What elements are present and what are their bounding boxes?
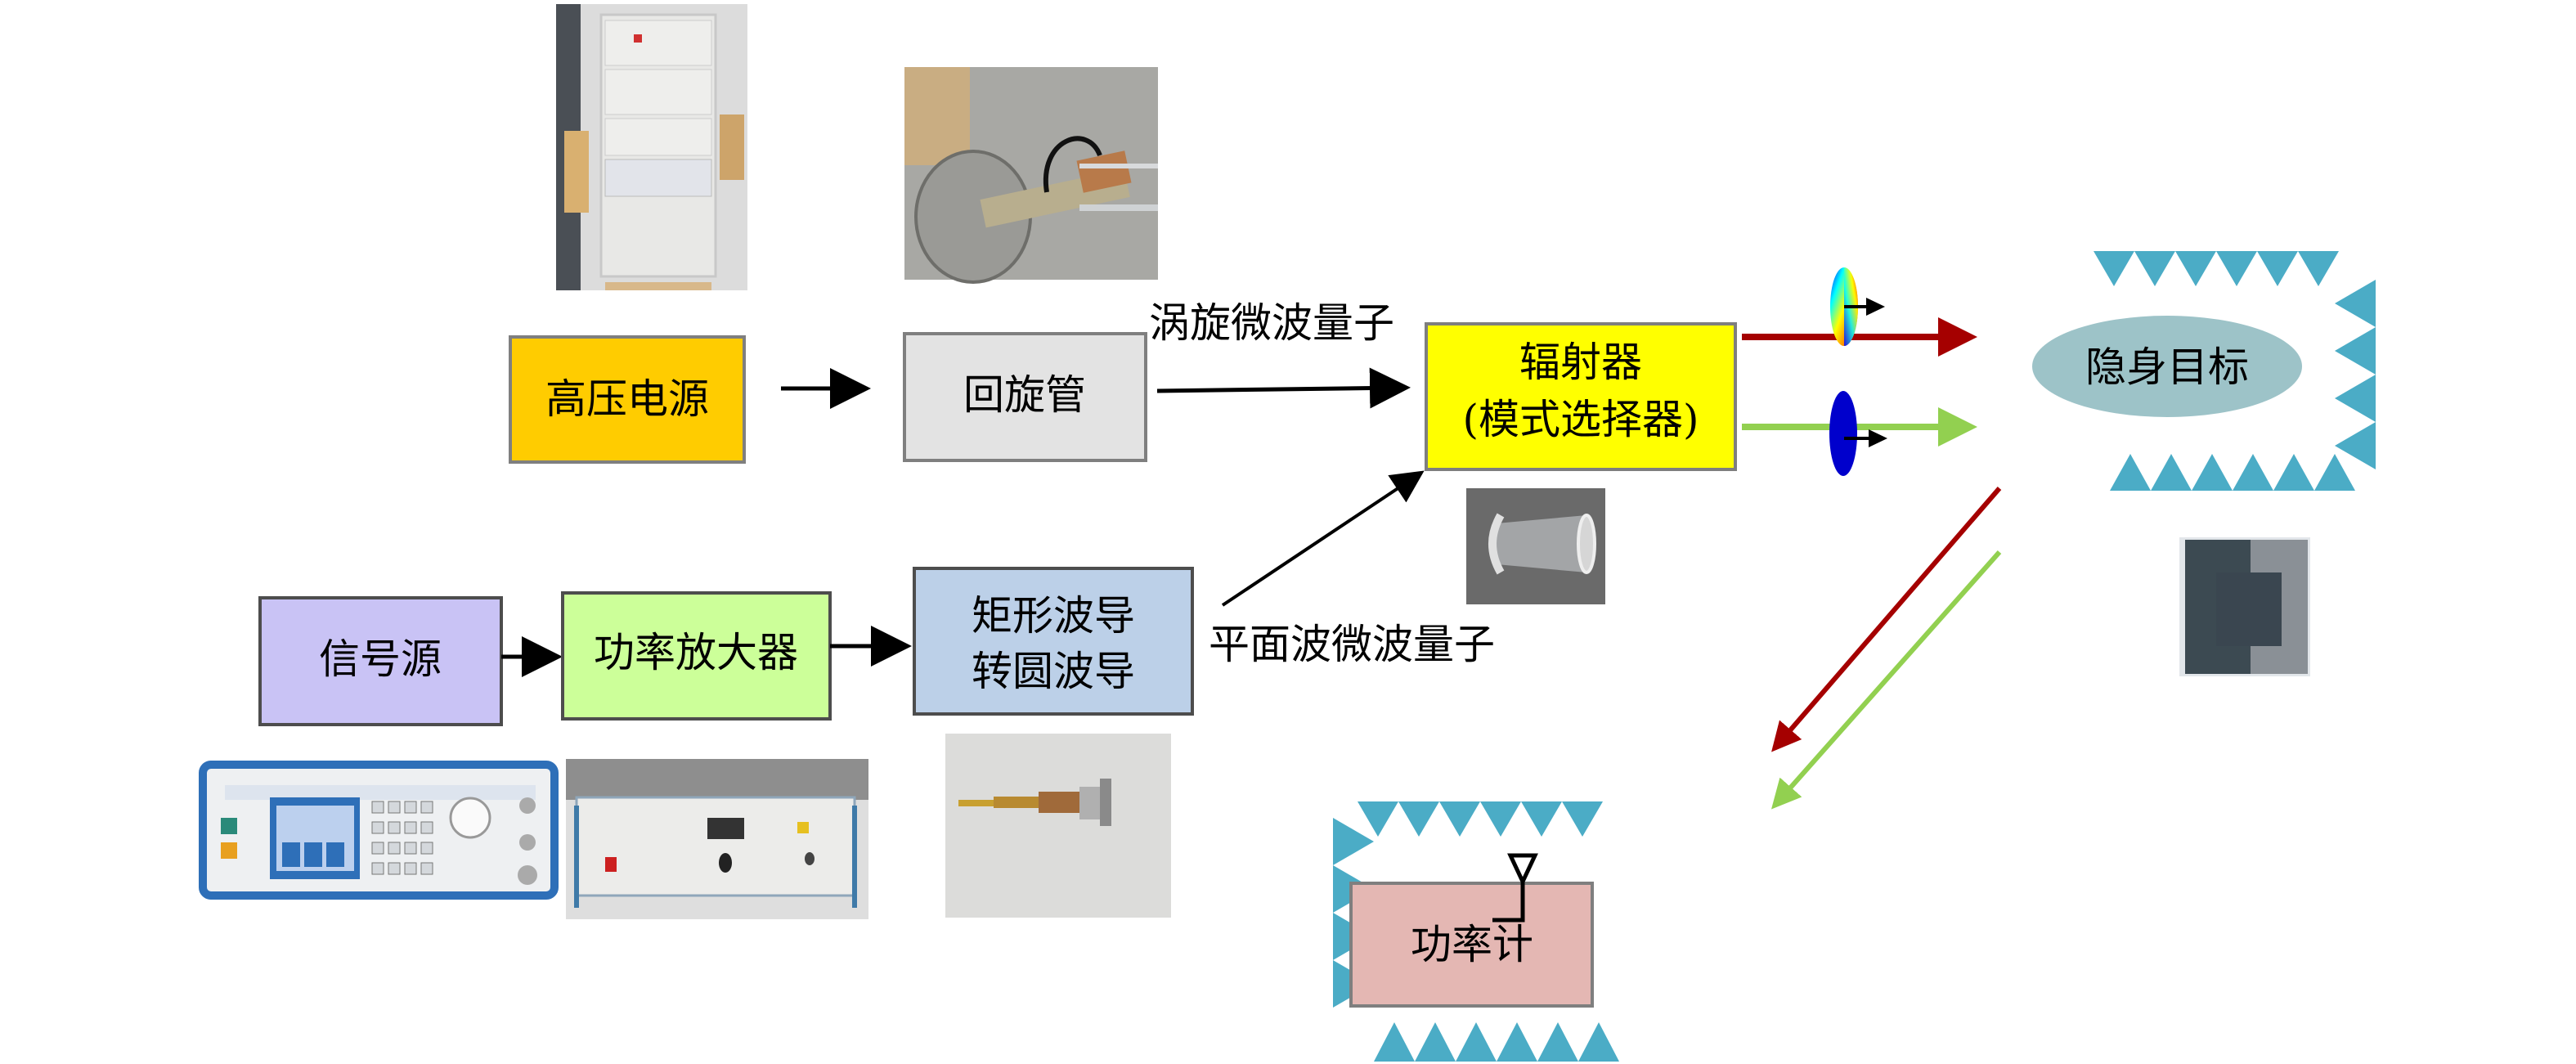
absorber-cone — [1358, 801, 1398, 837]
absorber-cone — [2134, 251, 2175, 286]
target-absorber-right — [2335, 280, 2376, 469]
waveguide-photo — [945, 734, 1171, 918]
radiator-photo — [1466, 488, 1605, 604]
absorber-cone — [1578, 1022, 1619, 1062]
target-absorber-top — [2094, 251, 2339, 286]
waveguide-label-line2: 转圆波导 — [972, 648, 1135, 695]
absorber-cone — [1456, 1022, 1497, 1062]
absorber-cone — [1398, 801, 1439, 837]
absorber-cone — [1374, 1022, 1415, 1062]
radiator-label-line1: 辐射器 — [1519, 339, 1642, 386]
absorber-cone — [2257, 251, 2298, 286]
absorber-cone — [2335, 327, 2376, 375]
absorber-cone — [2335, 375, 2376, 422]
signal-source-box: 信号源 — [258, 596, 503, 726]
amplifier-photo — [566, 759, 868, 919]
reflected-vortex-beam — [1771, 487, 2002, 752]
target-absorber-bottom — [2110, 454, 2355, 491]
signal-source-label: 信号源 — [319, 635, 442, 683]
absorber-cone — [1439, 801, 1480, 837]
waveguide-label-line1: 矩形波导 — [972, 592, 1135, 640]
absorber-cone — [2314, 454, 2355, 491]
gyrotron-label: 回旋管 — [963, 371, 1086, 419]
absorber-cone — [2094, 251, 2134, 286]
absorber-cone — [1521, 801, 1562, 837]
receiving-antenna-icon — [1492, 853, 1538, 923]
absorber-cone — [2151, 454, 2192, 491]
absorber-cone — [2110, 454, 2151, 491]
radiator-label-line2: (模式选择器) — [1462, 396, 1699, 443]
absorber-cone — [2175, 251, 2216, 286]
vortex-quantum-label: 涡旋微波量子 — [1149, 299, 1394, 347]
gyrotron-photo — [904, 67, 1158, 284]
absorber-cone — [1415, 1022, 1456, 1062]
absorber-cone — [2298, 251, 2339, 286]
absorber-cone — [1497, 1022, 1537, 1062]
meter-absorber-top — [1358, 801, 1603, 837]
absorber-cone — [2192, 454, 2233, 491]
reflected-plane-beam — [1771, 550, 2002, 810]
absorber-cone — [1480, 801, 1521, 837]
gyrotron-box: 回旋管 — [903, 332, 1147, 462]
absorber-cone — [1333, 818, 1374, 865]
absorber-cone — [2273, 454, 2314, 491]
power-meter-label: 功率计 — [1411, 921, 1533, 968]
amplifier-label: 功率放大器 — [594, 629, 798, 676]
meter-absorber-bottom — [1374, 1022, 1619, 1062]
vortex-wavefront-icon — [1830, 267, 1885, 346]
radiator-box: 辐射器 (模式选择器) — [1425, 322, 1737, 471]
absorber-cone — [2335, 280, 2376, 327]
stealth-target-photo — [2179, 537, 2310, 676]
absorber-cone — [2216, 251, 2257, 286]
stealth-target-ellipse: 隐身目标 — [2032, 316, 2302, 417]
arrow-gyrotron-to-radiator — [1156, 367, 1411, 409]
hv-power-box: 高压电源 — [509, 335, 746, 464]
absorber-cone — [2233, 454, 2273, 491]
signal-source-photo — [199, 761, 559, 900]
hv-power-photo — [556, 4, 747, 290]
stealth-target-label: 隐身目标 — [2085, 343, 2249, 391]
waveguide-box: 矩形波导 转圆波导 — [913, 567, 1194, 716]
power-meter-box: 功率计 — [1349, 882, 1594, 1008]
hv-power-label: 高压电源 — [545, 375, 709, 423]
amplifier-box: 功率放大器 — [561, 591, 832, 721]
arrow-waveguide-to-radiator — [1221, 470, 1425, 607]
plane-wavefront-icon — [1829, 391, 1887, 476]
absorber-cone — [2335, 422, 2376, 469]
plane-quantum-label: 平面波微波量子 — [1209, 621, 1495, 668]
absorber-cone — [1562, 801, 1603, 837]
absorber-cone — [1537, 1022, 1578, 1062]
